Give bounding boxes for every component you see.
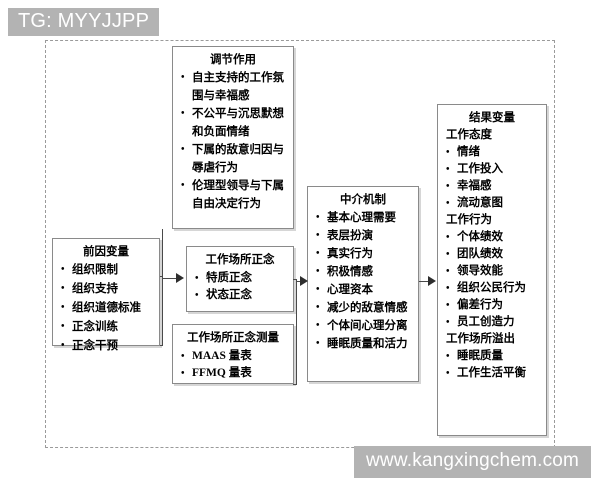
- list-item: 员工创造力: [444, 314, 540, 331]
- list-item: 下属的敌意归因与辱虐行为: [179, 141, 287, 177]
- list-item: 流动意图: [444, 195, 540, 212]
- connector-mindfulness-stub-top: [293, 279, 297, 280]
- box-mediator-title: 中介机制: [340, 194, 386, 206]
- connector-antecedent-to-mindfulness: [162, 278, 178, 279]
- list-item: 幸福感: [444, 178, 540, 195]
- arrowhead-into-outcome: [428, 276, 436, 286]
- list-item: 特质正念: [193, 270, 287, 287]
- box-antecedent-variables: 前因变量 组织限制 组织支持 组织道德标准 正念训练 正念干预: [52, 238, 160, 354]
- connector-mindfulness-to-mediator: [296, 281, 303, 282]
- box-moderator-title: 调节作用: [210, 54, 256, 66]
- outcome-section-heading-work-attitude: 工作态度: [446, 129, 492, 141]
- connector-antecedent-stub-top: [160, 276, 163, 277]
- list-item: 睡眠质量: [444, 348, 540, 365]
- list-item: 不公平与沉思默想和负面情绪: [179, 105, 287, 141]
- list-item: 表层扮演: [314, 227, 412, 245]
- box-antecedent-list: 组织限制 组织支持 组织道德标准 正念训练 正念干预: [59, 261, 153, 356]
- arrowhead-into-mediator: [300, 276, 308, 286]
- list-item: MAAS 量表: [179, 348, 287, 365]
- list-item: 工作投入: [444, 161, 540, 178]
- arrowhead-into-mindfulness: [176, 273, 184, 283]
- outcome-section-heading-work-behavior: 工作行为: [446, 214, 492, 226]
- connector-antecedent-stub-bottom: [160, 345, 163, 346]
- box-moderator-list: 自主支持的工作氛围与幸福感 不公平与沉思默想和负面情绪 下属的敌意归因与辱虐行为…: [179, 69, 287, 213]
- box-antecedent-title: 前因变量: [83, 246, 129, 258]
- list-item: 减少的敌意情感: [314, 299, 412, 317]
- list-item: 组织支持: [59, 280, 153, 299]
- box-outcome-variables: 结果变量 工作态度 情绪 工作投入 幸福感 流动意图 工作行为 个体绩效 团队绩…: [437, 104, 547, 436]
- box-mediator-list: 基本心理需要 表层扮演 真实行为 积极情感 心理资本 减少的敌意情感 个体间心理…: [314, 209, 412, 353]
- outcome-section-list-work-behavior: 个体绩效 团队绩效 领导效能 组织公民行为 偏差行为 员工创造力: [444, 229, 540, 331]
- box-measurement-list: MAAS 量表 FFMQ 量表: [179, 348, 287, 382]
- box-measurement-title: 工作场所正念测量: [187, 332, 279, 344]
- list-item: 自主支持的工作氛围与幸福感: [179, 69, 287, 105]
- outcome-section-list-workplace-spillover: 睡眠质量 工作生活平衡: [444, 348, 540, 382]
- box-mindfulness-measurement: 工作场所正念测量 MAAS 量表 FFMQ 量表: [172, 324, 294, 384]
- list-item: 真实行为: [314, 245, 412, 263]
- list-item: 积极情感: [314, 263, 412, 281]
- list-item: 正念训练: [59, 318, 153, 337]
- outcome-section-list-work-attitude: 情绪 工作投入 幸福感 流动意图: [444, 144, 540, 212]
- list-item: 个体间心理分离: [314, 317, 412, 335]
- connector-moderator-vertical: [162, 229, 163, 279]
- box-outcome-title: 结果变量: [469, 112, 515, 124]
- list-item: 组织公民行为: [444, 280, 540, 297]
- list-item: 偏差行为: [444, 297, 540, 314]
- list-item: 个体绩效: [444, 229, 540, 246]
- list-item: 正念干预: [59, 337, 153, 356]
- list-item: 组织道德标准: [59, 299, 153, 318]
- connector-mediator-to-outcome: [419, 281, 430, 282]
- list-item: 领导效能: [444, 263, 540, 280]
- box-mindfulness-list: 特质正念 状态正念: [193, 270, 287, 304]
- list-item: 团队绩效: [444, 246, 540, 263]
- connector-measurement-stub-bottom: [293, 384, 297, 385]
- box-mindfulness-title: 工作场所正念: [205, 254, 275, 266]
- list-item: 心理资本: [314, 281, 412, 299]
- box-moderating-effects: 调节作用 自主支持的工作氛围与幸福感 不公平与沉思默想和负面情绪 下属的敌意归因…: [172, 46, 294, 229]
- watermark-top: TG: MYYJJPP: [8, 8, 160, 36]
- list-item: 伦理型领导与下属自由决定行为: [179, 177, 287, 213]
- list-item: 基本心理需要: [314, 209, 412, 227]
- outcome-section-heading-workplace-spillover: 工作场所溢出: [446, 333, 515, 345]
- list-item: 情绪: [444, 144, 540, 161]
- list-item: 睡眠质量和活力: [314, 335, 412, 353]
- list-item: 组织限制: [59, 261, 153, 280]
- connector-mindfulness-vertical: [296, 279, 297, 385]
- connector-antecedent-vertical: [162, 276, 163, 346]
- diagram-outer-frame: [45, 40, 555, 448]
- box-workplace-mindfulness: 工作场所正念 特质正念 状态正念: [186, 246, 294, 312]
- list-item: 工作生活平衡: [444, 365, 540, 382]
- list-item: FFMQ 量表: [179, 365, 287, 382]
- list-item: 状态正念: [193, 287, 287, 304]
- watermark-bottom: www.kangxingchem.com: [354, 446, 592, 478]
- box-mediating-mechanisms: 中介机制 基本心理需要 表层扮演 真实行为 积极情感 心理资本 减少的敌意情感 …: [307, 186, 419, 382]
